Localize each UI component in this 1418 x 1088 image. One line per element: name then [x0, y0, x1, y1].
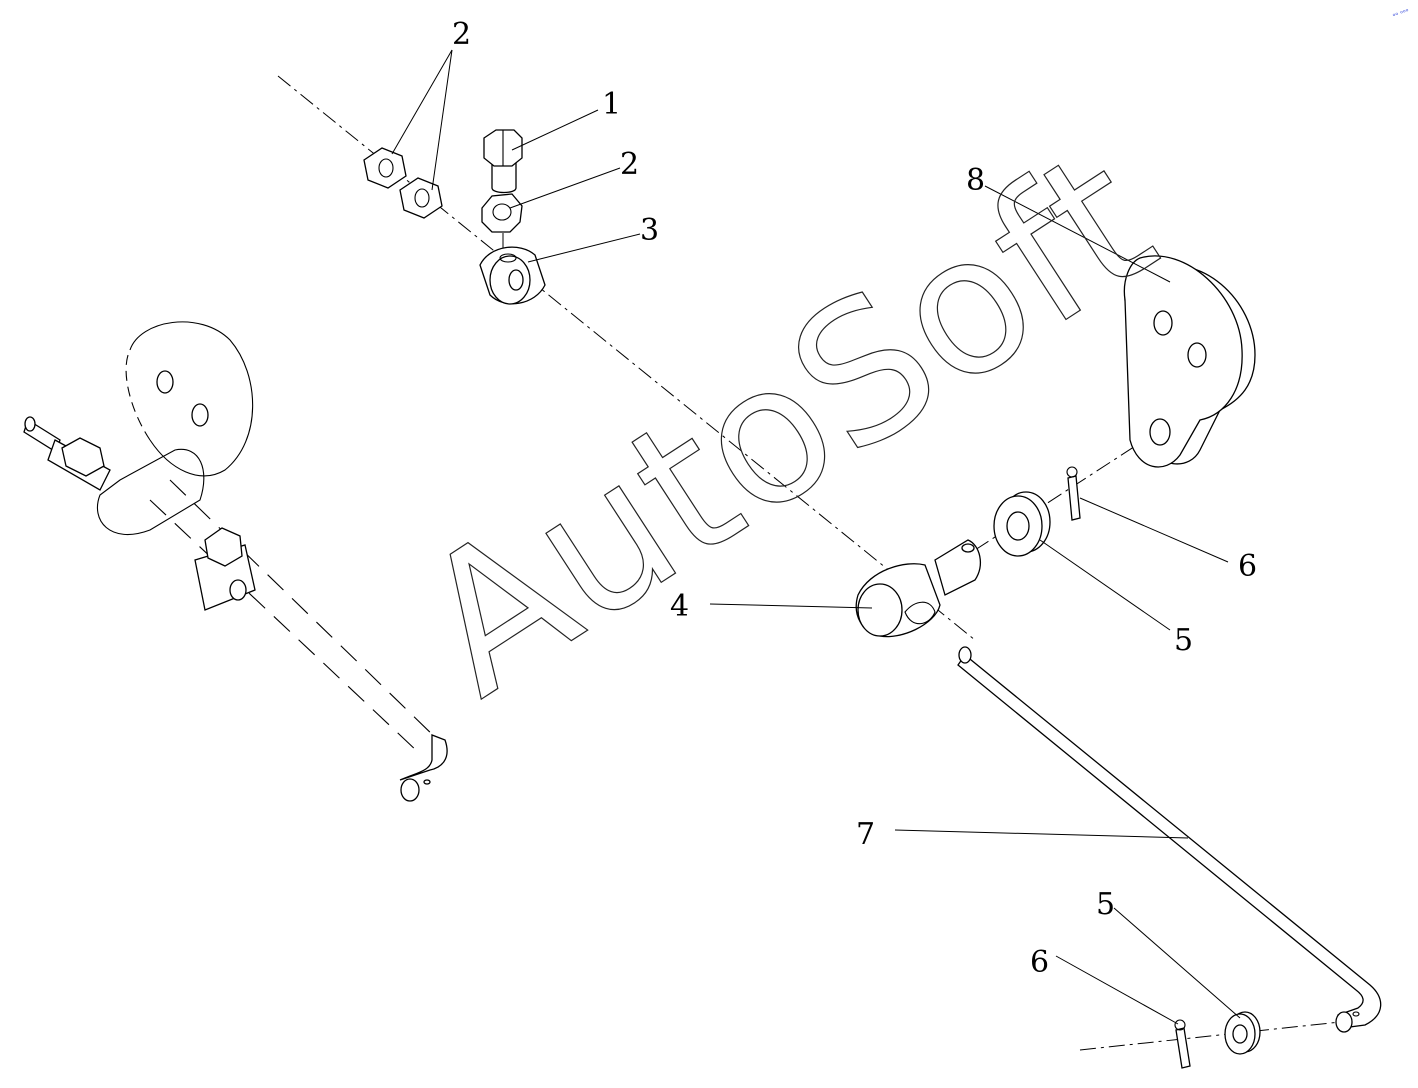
- assembled-view: [23, 321, 448, 802]
- callout-5: 5: [1174, 623, 1193, 658]
- cotter-pin-icon: [1174, 1019, 1191, 1069]
- callout-7: 7: [856, 817, 875, 852]
- callout-5: 5: [1096, 887, 1115, 922]
- hex-nut-icon: [363, 147, 407, 189]
- assembled-plate-hidden-edge: [125, 349, 151, 441]
- hex-nut-icon: [399, 177, 443, 219]
- callout-2: 2: [452, 17, 471, 52]
- washer-icon: [993, 491, 1051, 557]
- assembled-rod-bend: [399, 734, 448, 781]
- assembled-plate-hole: [191, 403, 209, 427]
- corner-mark: ᵒᵒ ᵒᵒᵒ: [1392, 7, 1411, 20]
- callout-6: 6: [1238, 549, 1257, 584]
- callout-2: 2: [620, 147, 639, 182]
- assembled-plate-outline: [129, 321, 254, 477]
- assembled-bolt-head: [204, 527, 243, 567]
- assembled-rod-end-tip: [400, 778, 420, 802]
- hidden-rod-line: [169, 479, 439, 741]
- assembled-nut: [61, 437, 105, 477]
- leader-lines: [391, 49, 1241, 1025]
- assembled-lever-body: [96, 448, 205, 536]
- callout-8: 8: [966, 163, 985, 198]
- washer-icon: [1224, 1011, 1261, 1055]
- assembled-swivel-hole: [229, 579, 247, 601]
- callout-1: 1: [602, 87, 621, 122]
- assembled-rod-end: [24, 416, 36, 432]
- lower-axis-line: [1079, 1021, 1341, 1051]
- callout-labels: 2 1 2 3 8 6 5 4 7 5 6: [452, 17, 1257, 980]
- swivel-block-icon: [479, 246, 546, 305]
- hidden-rod-line: [149, 499, 419, 753]
- callout-4: 4: [670, 589, 689, 624]
- hex-bolt-icon: [483, 129, 523, 194]
- lever-plate-icon: [1123, 255, 1256, 468]
- cotter-pin-icon: [1066, 466, 1081, 521]
- assembled-rod-pin-hole: [423, 779, 431, 785]
- hex-nut-icon: [481, 193, 523, 233]
- callout-6: 6: [1030, 945, 1049, 980]
- lever-pin-icon: [855, 539, 981, 638]
- link-rod-icon: [957, 646, 1382, 1033]
- callout-3: 3: [640, 213, 659, 248]
- assembled-plate-hole: [156, 370, 174, 394]
